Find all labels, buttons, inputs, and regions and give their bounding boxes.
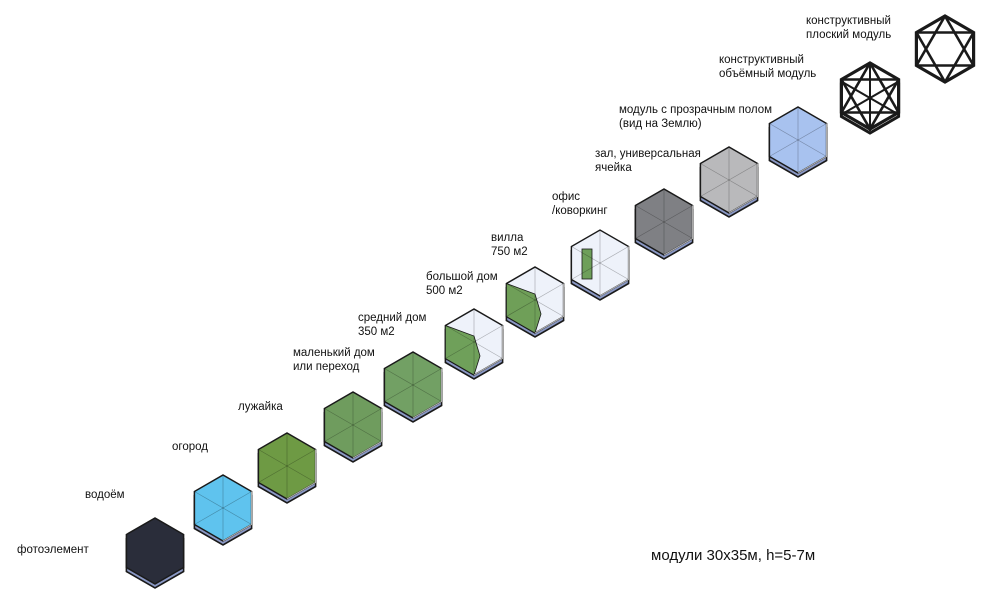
module-pond-label-line: водоём [85, 489, 125, 501]
module-lawn-hex [323, 391, 383, 463]
module-garden-hex [257, 432, 317, 504]
module-photo-label: фотоэлемент [17, 543, 89, 557]
modules-dimensions-note: модули 30х35м, h=5-7м [651, 547, 816, 564]
module-hall-label-line: зал, универсальная [595, 148, 701, 160]
module-medium-label-line: 350 м2 [358, 326, 395, 338]
module-office-label-line: /коворкинг [552, 205, 608, 217]
module-hall-label: зал, универсальная ячейка [595, 147, 701, 175]
module-large-hex [505, 266, 565, 338]
module-office-hex [634, 188, 694, 260]
module-villa-label-line: 750 м2 [491, 246, 528, 258]
module-floor-hex [768, 106, 828, 178]
module-garden-label-line: огород [172, 441, 208, 453]
module-medium-hex [444, 308, 504, 380]
module-vol-label-line: конструктивный [719, 54, 804, 66]
module-flat-label-line: плоский модуль [806, 29, 892, 41]
module-medium-label-line: средний дом [358, 312, 427, 324]
module-pond-hex [193, 474, 253, 546]
module-pond-label: водоём [85, 488, 125, 502]
module-small-label-line: или переход [293, 361, 360, 373]
module-small-label: маленький дом или переход [293, 346, 375, 374]
module-hall-label-line: ячейка [595, 162, 632, 174]
module-small-hex [383, 351, 443, 423]
module-villa-label-line: вилла [491, 232, 524, 244]
module-office-label-line: офис [552, 191, 581, 203]
module-flat-hex [914, 14, 976, 84]
module-vol-hex [839, 61, 901, 135]
module-vol-label: конструктивный объёмный модуль [719, 53, 816, 81]
module-hall-hex [699, 146, 759, 218]
module-large-label: большой дом 500 м2 [426, 270, 498, 298]
module-lawn-label: лужайка [238, 400, 283, 414]
module-large-label-line: 500 м2 [426, 285, 463, 297]
module-flat-label: конструктивный плоский модуль [806, 14, 891, 42]
module-small-label-line: маленький дом [293, 347, 375, 359]
module-villa-label: вилла 750 м2 [491, 231, 528, 259]
module-vol-label-line: объёмный модуль [719, 68, 817, 80]
module-flat-label-line: конструктивный [806, 15, 891, 27]
module-lawn-label-line: лужайка [238, 401, 283, 413]
module-photo-hex [125, 517, 185, 589]
module-floor-label: модуль с прозрачным полом (вид на Землю) [619, 103, 772, 131]
module-garden-label: огород [172, 440, 208, 454]
module-floor-label-line: (вид на Землю) [619, 118, 702, 130]
module-photo-label-line: фотоэлемент [17, 544, 89, 556]
module-floor-label-line: модуль с прозрачным полом [619, 104, 773, 116]
module-medium-label: средний дом 350 м2 [358, 311, 426, 339]
module-office-label: офис/коворкинг [552, 190, 608, 218]
module-villa-hex [570, 229, 630, 301]
module-large-label-line: большой дом [426, 271, 498, 283]
